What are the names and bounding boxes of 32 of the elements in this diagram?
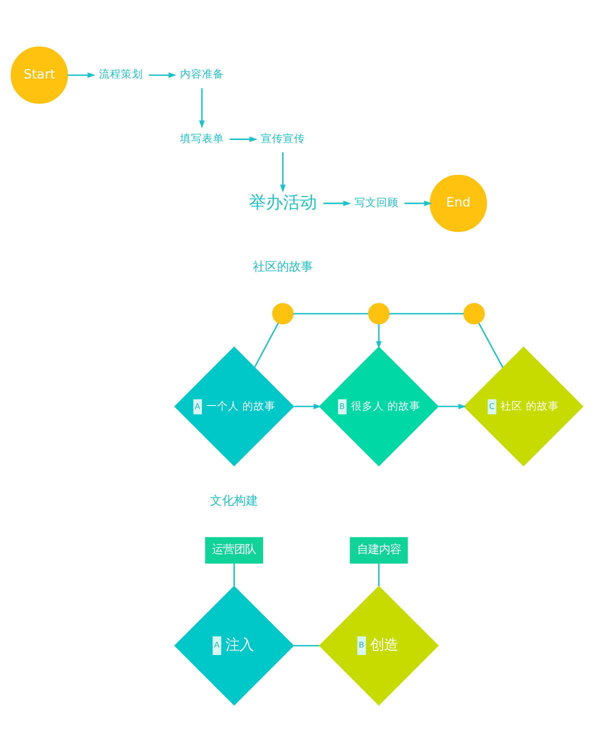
connector bbox=[294, 644, 320, 646]
arrow bbox=[294, 404, 322, 410]
connector bbox=[478, 322, 504, 368]
arrow bbox=[230, 136, 258, 142]
node-text: 填写表单 bbox=[180, 132, 224, 145]
arrow bbox=[280, 152, 286, 192]
arrow bbox=[68, 72, 96, 78]
arrow bbox=[438, 404, 466, 410]
arrow bbox=[199, 88, 205, 128]
arrow bbox=[404, 200, 432, 206]
connector bbox=[233, 563, 235, 586]
node-circle bbox=[368, 302, 390, 324]
arrow bbox=[323, 200, 352, 206]
node-text: 举办活动 bbox=[248, 192, 317, 213]
node-box: 运营团队 bbox=[205, 537, 264, 564]
arrow bbox=[148, 72, 176, 78]
node-text: 内容准备 bbox=[180, 68, 224, 81]
node-circle bbox=[463, 302, 485, 324]
connector bbox=[293, 312, 368, 314]
label: 文化构建 bbox=[210, 494, 258, 508]
label: 社区的故事 bbox=[252, 259, 313, 274]
connector bbox=[389, 312, 464, 314]
node-text: 宣传宣传 bbox=[260, 132, 305, 145]
node-circle: Start bbox=[10, 46, 68, 104]
node-box: 自建内容 bbox=[350, 537, 408, 564]
node-text: 写文回顾 bbox=[354, 196, 399, 209]
arrow bbox=[376, 324, 382, 350]
node-circle: End bbox=[430, 174, 487, 232]
node-text: 流程策划 bbox=[98, 68, 143, 81]
connector bbox=[254, 322, 279, 368]
node-circle bbox=[272, 302, 294, 324]
connector bbox=[378, 563, 380, 586]
